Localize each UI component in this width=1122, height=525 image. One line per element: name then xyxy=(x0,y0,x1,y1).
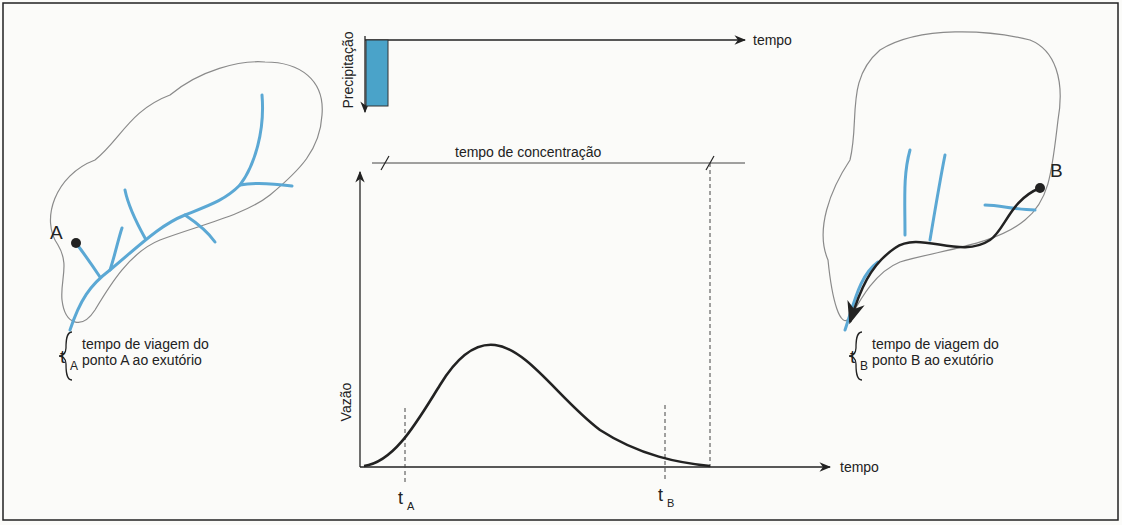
subscript: B xyxy=(667,497,674,510)
dashed-line xyxy=(405,408,406,482)
discharge-axis xyxy=(359,172,360,467)
hydrograph-curve xyxy=(364,345,710,466)
frame xyxy=(3,3,1118,520)
note: tempo de viagem do ponto A ao exutório xyxy=(82,336,222,368)
symbol: t xyxy=(398,488,403,509)
dimension-label: tempo de concentração xyxy=(455,144,601,160)
precip-axis xyxy=(364,36,365,112)
time-axis xyxy=(365,39,745,40)
subscript: A xyxy=(407,500,414,513)
point-label: A xyxy=(50,222,63,244)
watershed-outline xyxy=(50,62,322,323)
axis-label: tempo xyxy=(753,32,792,48)
river-network xyxy=(845,150,1035,330)
tick xyxy=(381,156,389,170)
dimension-line xyxy=(372,163,745,164)
dashed-line xyxy=(710,163,711,467)
axis-label: Vazão xyxy=(338,383,354,422)
time-axis xyxy=(360,466,830,467)
axis-label: Precipitação xyxy=(341,31,357,108)
note: tempo de viagem do ponto B ao exutório xyxy=(872,336,1012,368)
symbol: t xyxy=(60,346,65,368)
axis-label: tempo xyxy=(840,459,879,475)
point-b xyxy=(1035,183,1045,193)
point-a xyxy=(71,238,81,248)
subscript: A xyxy=(70,360,78,374)
flow-path xyxy=(850,188,1040,322)
point-label: B xyxy=(1050,160,1063,182)
watershed-outline xyxy=(823,32,1060,321)
river-network xyxy=(70,95,292,330)
subscript: B xyxy=(860,360,868,374)
symbol: t xyxy=(850,346,855,368)
dashed-line xyxy=(665,405,666,482)
symbol: t xyxy=(658,485,663,506)
rain-bar xyxy=(366,40,388,106)
